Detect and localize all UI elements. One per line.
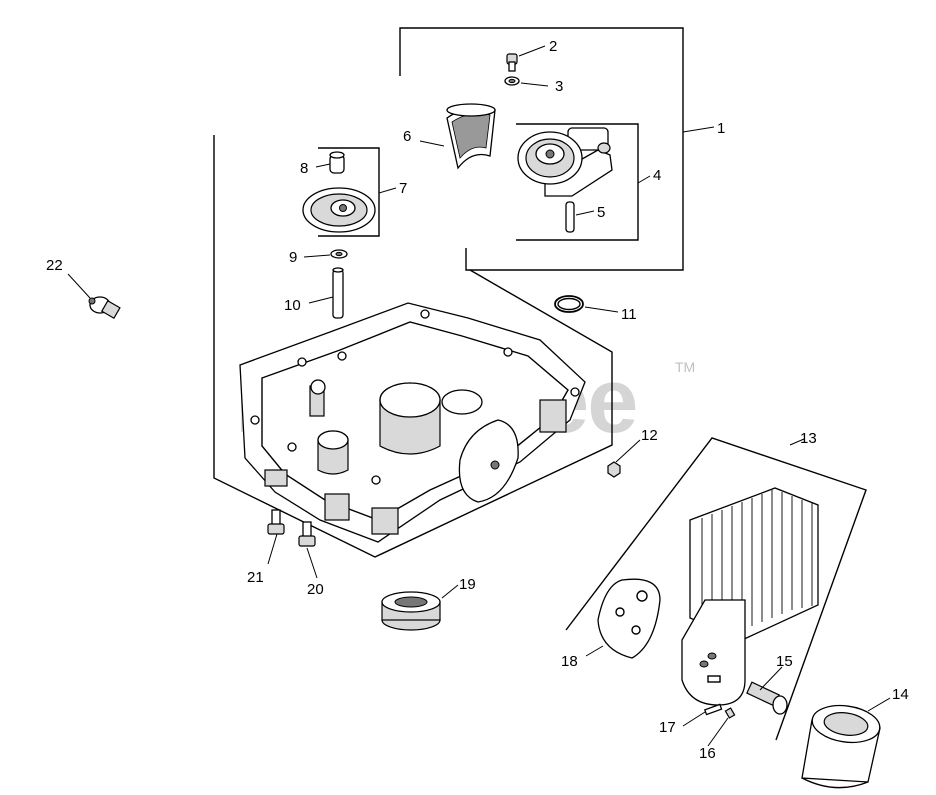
callout-3: 3 [555,78,563,95]
gear-part-7 [302,187,376,233]
oil-seal-part-19 [381,591,441,631]
callout-12: 12 [641,427,658,444]
assembly-4-bracket [516,123,639,241]
pin-part-17 [703,703,723,716]
callout-2: 2 [549,38,557,55]
oil-screen-part-6 [446,103,496,170]
callout-11: 11 [621,306,637,323]
oil-pan-housing [239,302,586,543]
callout-4: 4 [653,167,661,184]
o-ring-part-11 [554,295,584,313]
washer-part-3 [504,76,520,86]
callout-1: 1 [717,120,725,137]
fitting-part-15 [746,681,788,715]
callout-15: 15 [776,653,793,670]
callout-labels: 2 3 1 4 5 6 7 8 9 10 11 12 13 14 15 16 1… [46,38,909,762]
shaft-part-10 [332,267,344,319]
callout-5: 5 [597,204,605,221]
callout-9: 9 [289,249,297,266]
callout-19: 19 [459,576,476,593]
oil-pan-bracket [213,135,613,558]
oil-cooler-bracket [565,437,867,741]
screw-part-16 [724,707,736,719]
oil-pump-part-4 [517,127,613,197]
callout-21: 21 [247,569,264,586]
leader-lines [67,45,891,747]
callout-16: 16 [699,745,716,762]
callout-8: 8 [300,160,308,177]
watermark-trademark: TM [675,359,695,375]
oil-pressure-switch-part-22 [88,296,121,320]
shaft-part-8 [329,151,345,174]
pin-part-5 [565,201,575,233]
callout-20: 20 [307,581,324,598]
screw-part-2 [506,53,518,72]
callout-7: 7 [399,180,407,197]
callout-22: 22 [46,257,63,274]
bolt-part-20 [298,521,316,547]
callout-18: 18 [561,653,578,670]
gasket-part-18 [597,578,661,659]
bolt-part-21 [267,509,285,535]
callout-10: 10 [284,297,301,314]
callout-6: 6 [403,128,411,145]
callout-14: 14 [892,686,909,703]
oil-cooler-part-13 [681,487,819,706]
retaining-clip-part-9 [330,249,348,259]
oil-filter-part-14 [801,704,881,789]
nut-part-12 [607,461,621,478]
assembly-1-bracket [399,27,684,271]
callout-17: 17 [659,719,676,736]
assembly-7-bracket [318,147,380,237]
callout-13: 13 [800,430,817,447]
